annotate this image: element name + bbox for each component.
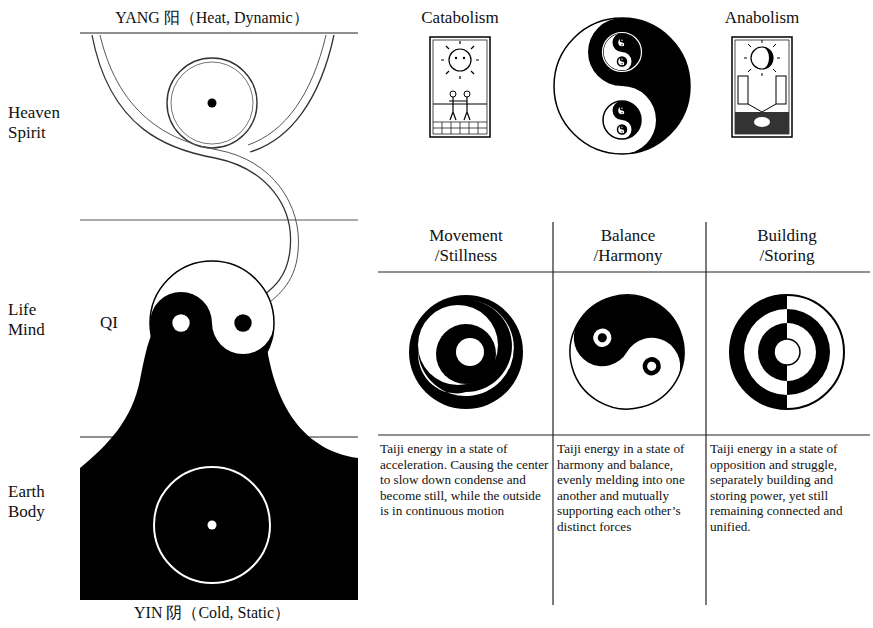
column-header: Building /Storing <box>742 226 832 266</box>
heaven-circle <box>167 58 257 148</box>
sun-card <box>430 37 490 137</box>
qi-label: QI <box>100 313 134 333</box>
movement-core <box>436 324 496 384</box>
small-yin-yang <box>603 101 641 139</box>
band-label: Life Mind <box>8 300 56 340</box>
card-figure <box>464 91 470 97</box>
moon-crescent <box>762 47 773 69</box>
description-text: Taiji energy in a state of opposition an… <box>710 441 870 534</box>
band-label: Earth Body <box>8 482 64 522</box>
table-divider <box>705 222 706 605</box>
moon-card <box>732 37 792 137</box>
card-figure <box>450 91 456 97</box>
earth-dot <box>208 521 217 530</box>
moon-water <box>735 112 789 134</box>
balance-ring-dot <box>590 325 615 350</box>
card-frame <box>735 40 789 134</box>
column-header: Movement /Stillness <box>416 226 516 266</box>
tiny-yin-yang <box>618 106 627 115</box>
card-title: Anabolism <box>707 8 817 28</box>
card-frame <box>433 40 487 134</box>
movement-spiral <box>418 300 514 396</box>
life-yin-yang <box>150 261 274 385</box>
movement-spiral <box>418 305 498 385</box>
moon-disc <box>751 47 773 69</box>
balance-yin-yang <box>549 274 705 430</box>
qi-flow-line <box>248 35 326 145</box>
table-rule <box>378 271 870 272</box>
description-text: Taiji energy in a state of acceleration.… <box>380 441 550 519</box>
tiny-yin-yang <box>618 125 627 134</box>
balance-ring-dot <box>645 360 657 372</box>
sun-eye <box>463 57 465 59</box>
small-yin-yang-ring <box>603 33 642 72</box>
movement-center <box>456 338 484 366</box>
axis-label: YANG 阳（Heat, Dynamic） <box>62 9 362 28</box>
earth-circle <box>154 467 270 583</box>
moon-rays <box>744 40 780 76</box>
heaven-dot <box>208 99 217 108</box>
band-line <box>80 32 358 33</box>
column-header: Balance /Harmony <box>582 226 674 266</box>
small-yin-yang <box>603 33 641 71</box>
heaven-circle-inner <box>171 62 253 144</box>
moon-tower <box>738 76 748 104</box>
sun-disc <box>449 49 471 71</box>
description-text: Taiji energy in a state of harmony and b… <box>557 441 703 534</box>
moon-path <box>748 104 776 112</box>
balance-symbol <box>549 274 705 430</box>
building-outline <box>730 295 844 409</box>
sun-rays <box>441 41 479 79</box>
card-ground <box>433 122 487 134</box>
big-yin-yang <box>554 18 690 154</box>
card-title: Catabolism <box>405 8 515 28</box>
balance-ring-dot <box>596 332 608 344</box>
moon-crab <box>754 117 770 127</box>
band-label: Heaven Spirit <box>8 103 72 143</box>
movement-symbol <box>409 295 523 409</box>
axis-label: YIN 阴（Cold, Static） <box>62 604 362 623</box>
building-center <box>774 339 800 365</box>
tiny-yin-yang <box>618 57 627 66</box>
tiny-yin-yang <box>618 38 627 47</box>
table-divider <box>552 222 553 605</box>
building-symbol <box>730 295 844 409</box>
card-wall <box>433 104 487 105</box>
band-line <box>80 220 358 221</box>
moon-tower <box>776 76 786 104</box>
balance-ring-dot <box>639 354 664 379</box>
sun-eye <box>455 57 457 59</box>
card-figure <box>449 97 470 120</box>
table-rule <box>378 434 870 435</box>
